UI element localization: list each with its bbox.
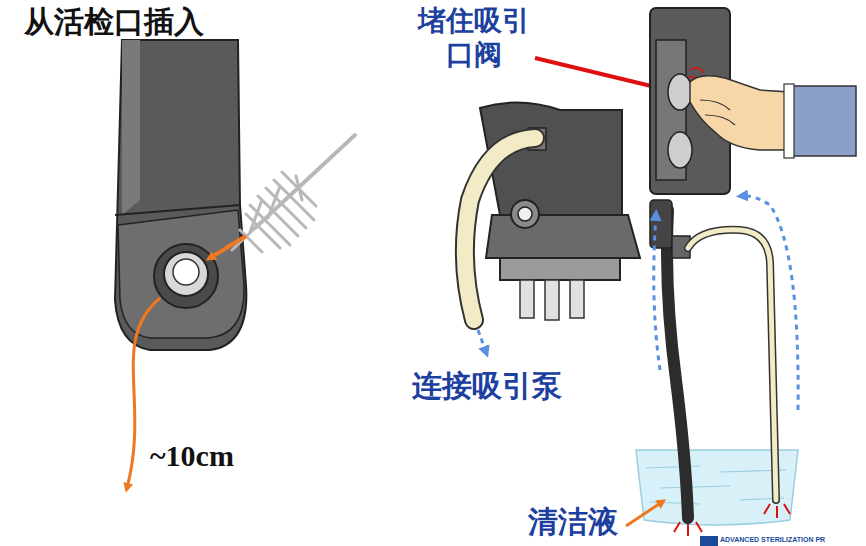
pump-callout: 连接吸引泵 [412,368,612,404]
step-title: 从活检口插入 [24,4,314,40]
fluid-pointer [626,502,662,526]
control-body [115,40,246,350]
flow-arrow [478,330,486,352]
company-logo [700,536,718,546]
watermark: ADVANCED STERILIZATION PR [720,536,866,544]
suction-tube [465,138,535,320]
insert-arrow [210,236,246,258]
connector-head [480,102,640,320]
hand [690,76,856,158]
fluid-callout: 清洁液 [528,504,624,540]
suction-tube-end [688,230,776,500]
dimension-label: ~10cm [150,438,290,474]
cleaning-brush [228,135,355,252]
valve-callout: 堵住吸引口阀 [410,4,538,71]
